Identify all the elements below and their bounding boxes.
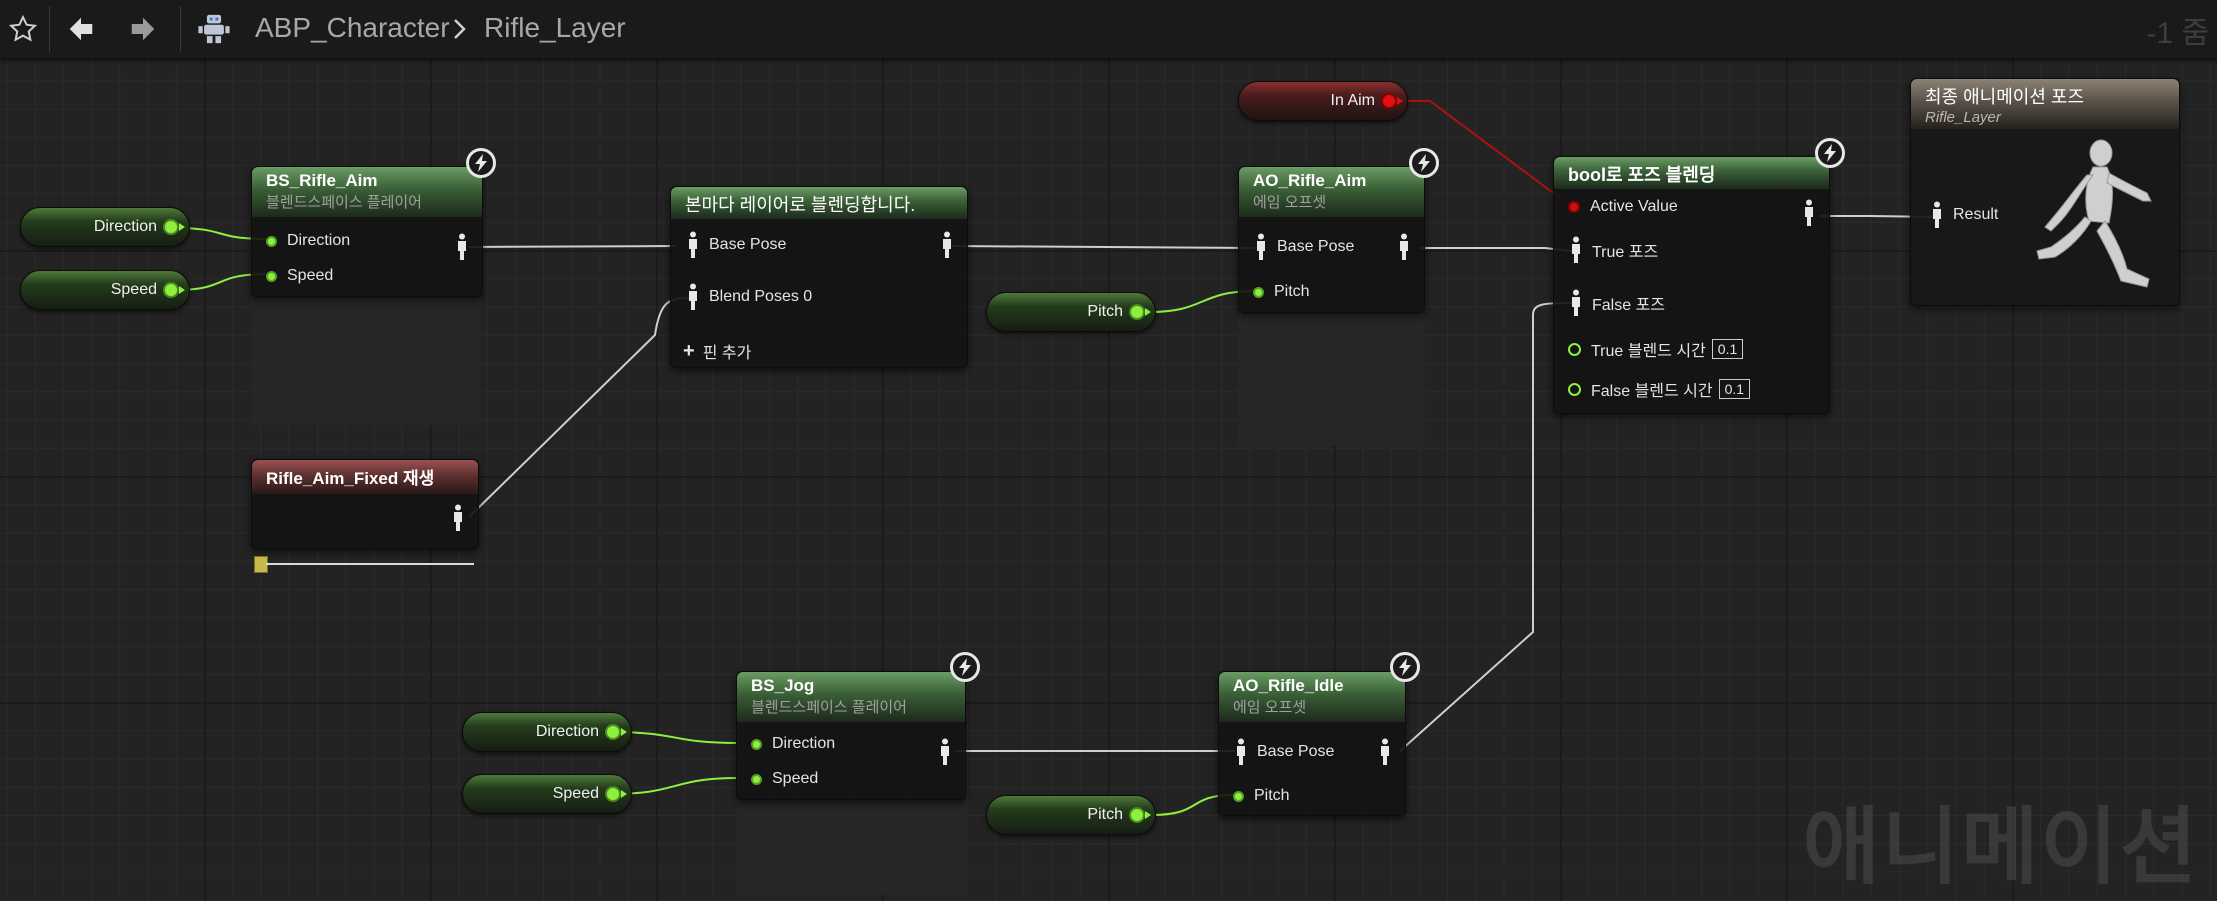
star-icon[interactable] [4,10,42,48]
false-blend-time-input[interactable]: 0.1 [1718,379,1751,399]
pitch-variable-2[interactable]: Pitch [986,795,1156,835]
node-shadow-area [1238,312,1425,446]
wire-fixed-blendpose [468,297,691,518]
forward-arrow-icon[interactable] [124,10,162,48]
false-pose-pin[interactable]: False 포즈 [1568,289,1665,316]
node-title: 본마다 레이어로 블렌딩합니다. [685,195,916,215]
true-pose-pin[interactable]: True 포즈 [1568,236,1658,263]
add-pin-button[interactable]: + 핀 추가 [683,339,752,363]
wire-aoidle-false [1399,302,1576,752]
node-title: 최종 애니메이션 포즈 [1925,87,2085,107]
pitch-variable[interactable]: Pitch [986,292,1156,332]
pitch-pin[interactable]: Pitch [1253,280,1310,304]
node-subtitle: 에임 오프셋 [1253,194,1327,211]
speed-pin[interactable]: Speed [751,767,818,791]
true-blend-time-input[interactable]: 0.1 [1711,339,1744,359]
graph-type-watermark: 애니메이션 [1802,798,2199,896]
bs-jog-node[interactable]: BS_Jog 블렌드스페이스 플레이어 Direction Speed [736,671,966,800]
result-pin[interactable]: Result [1929,201,1998,228]
direction-variable-2[interactable]: Direction [462,712,632,752]
layered-blend-per-bone-node[interactable]: 본마다 레이어로 블렌딩합니다. Base Pose Blend Poses 0… [670,186,968,368]
node-shadow-area [251,295,481,425]
base-pose-pin[interactable]: Base Pose [1233,738,1334,765]
true-blend-time-pin[interactable]: True 블렌드 시간 0.1 [1568,337,1744,361]
node-subtitle: 블렌드스페이스 플레이어 [751,699,907,716]
speed-pin[interactable]: Speed [266,264,333,288]
rifle-aim-fixed-node[interactable]: Rifle_Aim_Fixed 재생 [251,459,479,549]
playback-scrubber[interactable] [254,555,474,573]
pose-pin-icon[interactable] [450,504,466,532]
node-title: BS_Rifle_Aim [266,171,378,190]
breadcrumb-layer[interactable]: Rifle_Layer [484,12,626,43]
node-title: AO_Rifle_Idle [1233,676,1344,695]
wire-bsaim-basepose [468,245,676,248]
node-subtitle: Rifle_Layer [1925,109,2001,126]
output-pose-node[interactable]: 최종 애니메이션 포즈 Rifle_Layer Result [1910,78,2180,306]
back-arrow-icon[interactable] [62,10,100,48]
false-blend-time-pin[interactable]: False 블렌드 시간 0.1 [1568,377,1751,401]
node-subtitle: 에임 오프셋 [1233,699,1307,716]
pose-pin-icon[interactable] [454,233,470,261]
mannequin-preview-icon [2031,131,2171,303]
node-subtitle: 블렌드스페이스 플레이어 [266,194,422,211]
fast-path-lightning-icon [1815,138,1845,168]
fast-path-lightning-icon [1390,652,1420,682]
ao-rifle-aim-node[interactable]: AO_Rifle_Aim 에임 오프셋 Base Pose Pitch [1238,166,1425,313]
active-value-pin[interactable]: Active Value [1568,195,1678,219]
direction-pin[interactable]: Direction [751,732,835,756]
node-shadow-area [736,800,966,895]
pose-pin-icon[interactable] [1801,199,1817,227]
pose-pin-icon[interactable] [1396,233,1412,261]
fast-path-lightning-icon [466,148,496,178]
pose-pin-icon[interactable] [939,231,955,259]
base-pose-pin[interactable]: Base Pose [685,231,786,258]
pose-pin-icon[interactable] [937,738,953,766]
blend-poses-by-bool-node[interactable]: bool로 포즈 블렌딩 Active Value True 포즈 False … [1553,156,1830,414]
wire-aoaim-true [1420,247,1573,252]
bs-rifle-aim-node[interactable]: BS_Rifle_Aim 블렌드스페이스 플레이어 Direction Spee… [251,166,483,297]
fast-path-lightning-icon [1409,148,1439,178]
node-title: bool로 포즈 블렌딩 [1568,165,1716,185]
direction-pin[interactable]: Direction [266,229,350,253]
node-title: Rifle_Aim_Fixed 재생 [266,469,435,488]
zoom-level: -1 줌 [2146,17,2209,50]
blend-poses-0-pin[interactable]: Blend Poses 0 [685,283,812,310]
direction-variable[interactable]: Direction [20,207,190,247]
ao-rifle-idle-node[interactable]: AO_Rifle_Idle 에임 오프셋 Base Pose Pitch [1218,671,1406,816]
base-pose-pin[interactable]: Base Pose [1253,233,1354,260]
wire-layer-aoaim [949,245,1256,249]
graph-toolbar: ABP_Character Rifle_Layer -1 줌 [0,0,2217,59]
breadcrumb-chevron-icon [452,17,468,45]
fast-path-lightning-icon [950,652,980,682]
in-aim-variable[interactable]: In Aim [1238,81,1408,121]
speed-variable[interactable]: Speed [20,270,190,310]
pitch-pin[interactable]: Pitch [1233,784,1290,808]
node-title: BS_Jog [751,676,815,695]
breadcrumb-graph[interactable]: ABP_Character [255,12,450,43]
plus-icon: + [683,339,695,362]
pose-pin-icon[interactable] [1377,738,1393,766]
speed-variable-2[interactable]: Speed [462,774,632,814]
anim-blueprint-icon [195,10,233,48]
node-title: AO_Rifle_Aim [1253,171,1367,190]
